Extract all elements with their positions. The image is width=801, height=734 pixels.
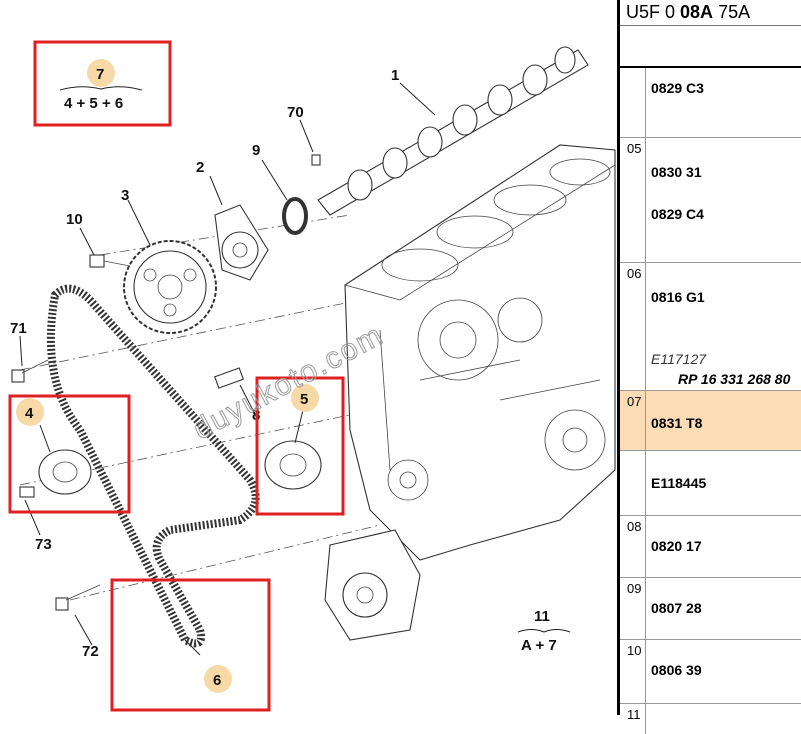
callout-6-box [110, 578, 271, 712]
idler-roller [264, 440, 322, 490]
tensioner-roller [19, 449, 92, 498]
stud [214, 367, 244, 389]
row-position: 07 [620, 391, 646, 450]
panel-subheader [620, 26, 801, 68]
panel-header: U5F 0 08A 75A [620, 0, 801, 26]
row-position: 05 [620, 138, 646, 262]
callout-10: 10 [66, 211, 83, 228]
svg-text:11: 11 [534, 608, 550, 625]
callout-5: 5 [300, 391, 308, 408]
callout-2: 2 [196, 159, 204, 176]
callout-4-highlight [16, 398, 44, 426]
part-number: 0820 17 [651, 538, 702, 554]
row-position: 08 [620, 516, 646, 577]
svg-text:4 + 5 + 6: 4 + 5 + 6 [64, 95, 123, 112]
water-pump [324, 529, 421, 641]
callout-71: 71 [10, 320, 27, 337]
row-position: 06 [620, 263, 646, 390]
parts-row[interactable]: 11 [620, 704, 801, 734]
callout-5-box [255, 376, 345, 516]
parts-row[interactable]: 10 0806 39 [620, 640, 801, 704]
callout-4-box [8, 394, 131, 514]
row-position: 11 [620, 704, 646, 734]
group-7-legend: 7 4 + 5 + 6 [59, 66, 143, 112]
callout-7-highlight [87, 59, 115, 87]
callout-1: 1 [391, 67, 399, 84]
camshaft-sprocket [123, 240, 217, 334]
callout-5-highlight [291, 384, 319, 412]
camshaft [317, 46, 589, 216]
parts-row[interactable]: E118445 [620, 451, 801, 516]
parts-row[interactable]: 05 0830 31 0829 C4 [620, 138, 801, 263]
timing-belt [46, 284, 260, 648]
group-11-legend: 11 A + 7 [517, 608, 571, 654]
oil-seal [282, 197, 308, 235]
group-7-box [33, 40, 172, 127]
parts-reference-panel: U5F 0 08A 75A 0829 C3 05 0830 31 0829 C4… [617, 0, 801, 734]
part-number: E118445 [651, 475, 707, 491]
callout-9: 9 [252, 142, 260, 159]
exploded-parts-diagram: 1 2 3 4 5 6 8 9 10 70 71 72 73 7 4 + 5 +… [8, 40, 616, 712]
parts-row-selected[interactable]: 07 0831 T8 [620, 391, 801, 451]
engine-block [344, 144, 616, 561]
callout-73: 73 [35, 536, 52, 553]
row-position [620, 451, 646, 515]
parts-row[interactable]: 06 0816 G1 E117127 RP 16 331 268 80 [620, 263, 801, 391]
key [311, 154, 321, 166]
parts-row[interactable]: 0829 C3 [620, 68, 801, 138]
part-number: 0829 C3 [651, 80, 704, 96]
part-number: 0807 28 [651, 600, 702, 616]
part-number: 0816 G1 [651, 289, 705, 305]
bolt-10 [89, 254, 131, 268]
part-number: 0806 39 [651, 662, 702, 678]
callout-3: 3 [121, 187, 129, 204]
leader-lines [19, 82, 436, 656]
parts-row[interactable]: 08 0820 17 [620, 516, 801, 578]
pulley-hub [214, 204, 269, 281]
reference-code: E117127 [651, 351, 707, 367]
part-number: 0830 31 [651, 164, 702, 180]
svg-text:7: 7 [96, 66, 104, 83]
parts-row[interactable]: 09 0807 28 [620, 578, 801, 640]
callout-72: 72 [82, 643, 99, 660]
part-number: 0831 T8 [651, 415, 703, 431]
bolt-71 [11, 359, 49, 383]
callout-70: 70 [287, 104, 304, 121]
row-position: 09 [620, 578, 646, 639]
callout-4: 4 [25, 405, 34, 422]
callout-6-highlight [204, 665, 232, 693]
part-number: 0829 C4 [651, 206, 704, 222]
callout-6: 6 [213, 672, 221, 689]
bolt-72 [55, 584, 101, 611]
reference-code: RP 16 331 268 80 [678, 371, 791, 387]
row-position: 10 [620, 640, 646, 703]
svg-text:A + 7: A + 7 [521, 637, 557, 654]
